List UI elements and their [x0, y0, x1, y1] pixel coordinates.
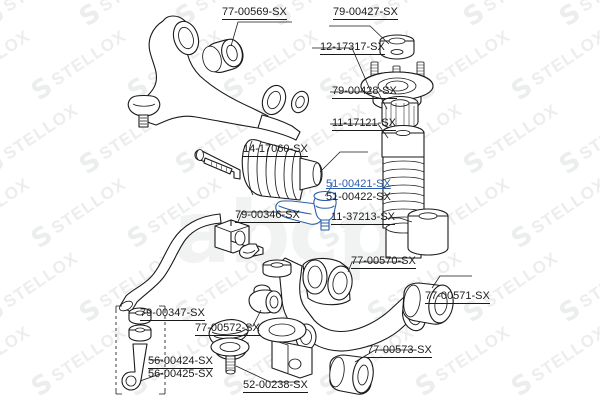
- part-label-strut-mount: 12-17317-SX: [320, 41, 385, 55]
- part-label-tie-rod-end[interactable]: 51-00421-SX: [326, 178, 391, 190]
- tie-rod-end-part: [275, 182, 337, 231]
- part-label-ball-joint: 52-00238-SX: [243, 379, 308, 393]
- upper-arm-bushing-part: [202, 38, 244, 73]
- part-label-front-arm-bushing: 77-00572-SX: [195, 322, 260, 336]
- part-label-stabilizer-link-bushing: 79-00347-SX: [140, 307, 205, 321]
- part-label-upper-arm-bushing: 77-00569-SX: [222, 6, 287, 20]
- part-label-rear-arm-bushing: 77-00573-SX: [367, 344, 432, 358]
- upper-control-arm-part: [127, 15, 310, 141]
- stabilizer-bar-bushing-part: [214, 211, 300, 257]
- stabilizer-bar-part: [119, 213, 222, 313]
- part-label-lower-arm-bushing-rear: 77-00571-SX: [425, 290, 490, 304]
- rear-bump-stop-part: [389, 208, 449, 256]
- part-label-spring-seat: 79-00428-SX: [332, 85, 397, 99]
- part-label-bump-stop: 11-17121-SX: [332, 117, 397, 131]
- part-label-strut-bearing: 79-00427-SX: [333, 6, 398, 20]
- part-label-stabilizer-bushing: 79-00346-SX: [235, 209, 300, 223]
- spring-seat-part: [330, 91, 419, 130]
- upper-seat-washer-part: [262, 259, 292, 278]
- stabilizer-link-part: [115, 305, 166, 395]
- steering-rack-assembly: [194, 139, 368, 201]
- part-label-rear-bump-stop: 11-37213-SX: [331, 211, 396, 225]
- part-label-stabilizer-link-left: 56-00425-SX: [148, 368, 213, 380]
- bump-stop-part: [330, 123, 425, 158]
- part-label-lower-arm-bushing: 77-00570-SX: [351, 255, 416, 269]
- upper-ball-joint: [127, 94, 161, 128]
- part-label-steering-rack-boot: 14-17060-SX: [243, 143, 308, 157]
- front-arm-bushing-part: [240, 284, 283, 327]
- rear-arm-bushing-part: [329, 349, 416, 395]
- washer-plate-part: [257, 317, 307, 343]
- part-label-tie-rod-end-left: 51-00422-SX: [326, 191, 391, 203]
- lower-ball-joint-part: [208, 319, 300, 383]
- knuckle-bracket-part: [239, 243, 260, 259]
- part-label-stabilizer-link-right: 56-00424-SX: [148, 355, 213, 369]
- lower-control-arm-part: [271, 257, 426, 379]
